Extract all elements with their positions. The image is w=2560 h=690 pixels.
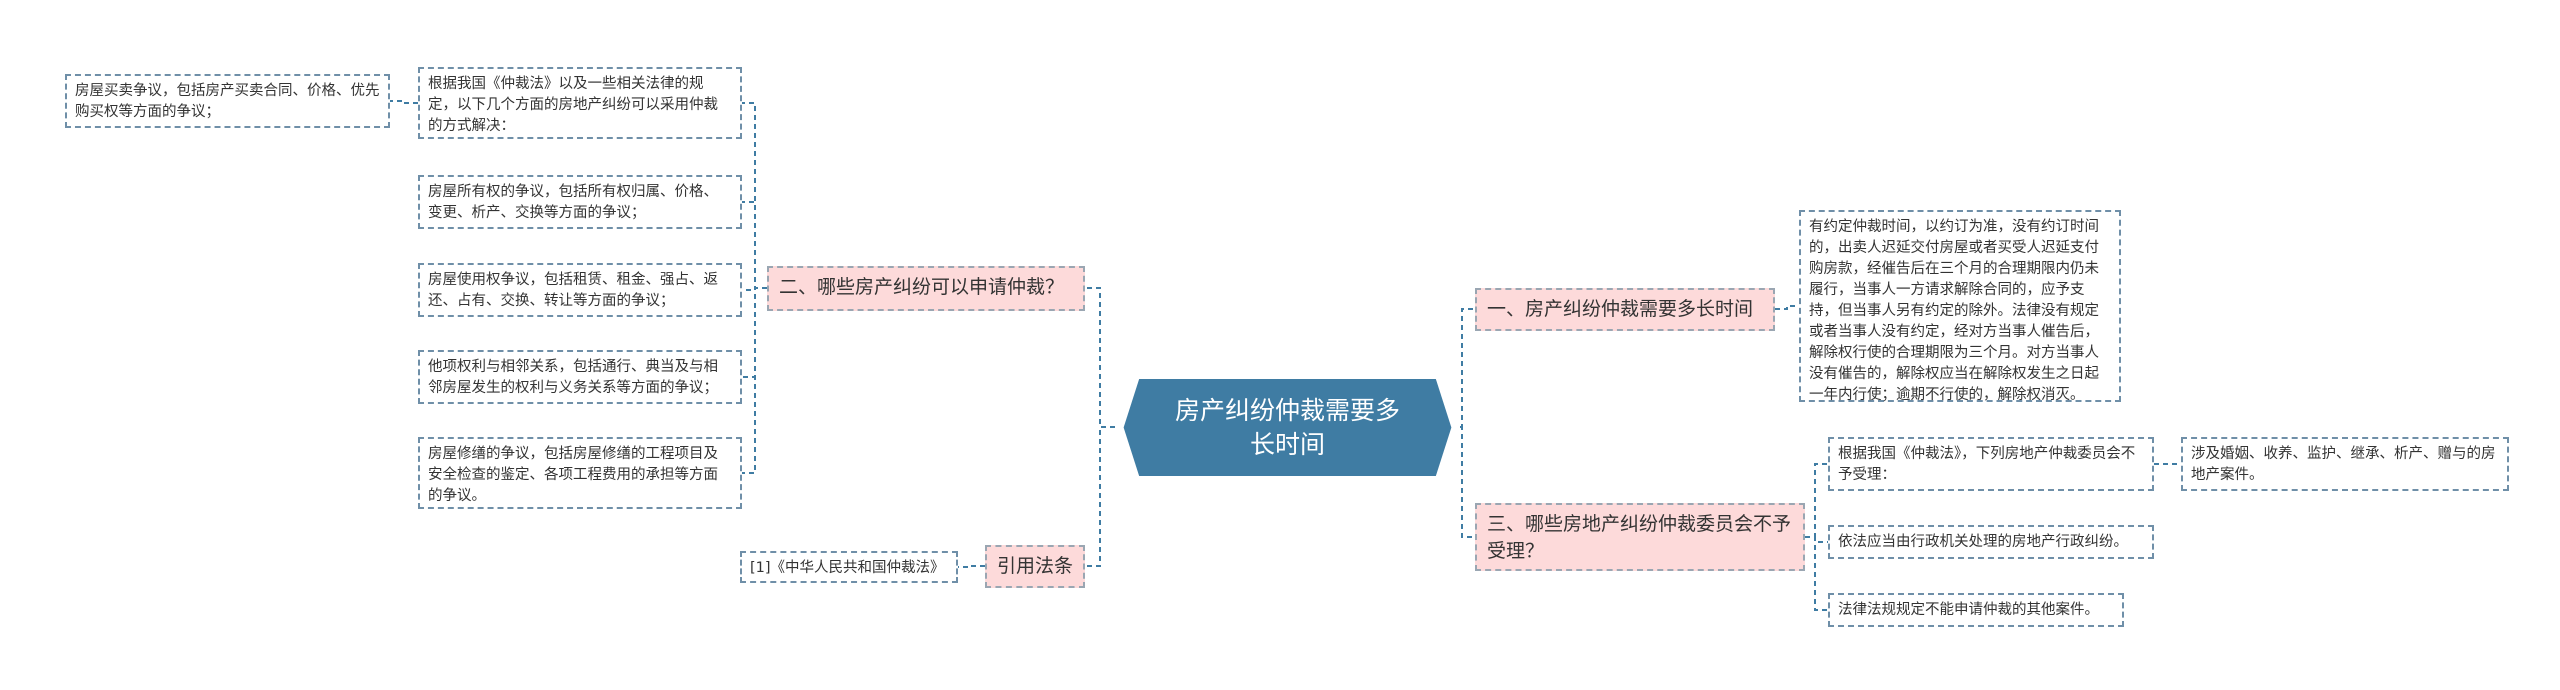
- branch-cited-law-label: 引用法条: [997, 555, 1074, 577]
- leaf-neighbor-rights-text: 他项权利与相邻关系，包括通行、典当及与相邻房屋发生的权利与义务关系等方面的争议；: [428, 359, 718, 396]
- link-root-b1: [1460, 308, 1475, 428]
- root-topic[interactable]: 房产纠纷仲裁需要多长时间: [1123, 379, 1452, 476]
- link-root-b3: [1460, 426, 1475, 538]
- branch-arbitrable-disputes-label: 二、哪些房产纠纷可以申请仲裁？: [779, 276, 1065, 298]
- link-b2-leaf-2: [742, 201, 767, 289]
- link-b1-leaf: [1775, 305, 1799, 310]
- leaf-marriage-adoption[interactable]: 涉及婚姻、收养、监护、继承、析产、赠与的房地产案件。: [2181, 437, 2509, 491]
- branch-arbitrable-disputes[interactable]: 二、哪些房产纠纷可以申请仲裁？: [767, 266, 1085, 311]
- leaf-repair-disputes[interactable]: 房屋修缮的争议，包括房屋修缮的工程项目及安全检查的鉴定、各项工程费用的承担等方面…: [418, 437, 742, 509]
- leaf-not-accepted-intro-text: 根据我国《仲裁法》，下列房地产仲裁委员会不予受理：: [1838, 446, 2136, 483]
- leaf-arbitration-law-basis[interactable]: 根据我国《仲裁法》以及一些相关法律的规定，以下几个方面的房地产纠纷可以采用仲裁的…: [418, 67, 742, 139]
- link-b3-leaf-1: [1805, 463, 1828, 538]
- leaf-duration-rules-text: 有约定仲裁时间，以约订为准，没有约订时间的，出卖人迟延交付房屋或者买受人迟延支付…: [1809, 219, 2099, 403]
- branch-not-accepted[interactable]: 三、哪些房地产纠纷仲裁委员会不予受理？: [1475, 503, 1805, 571]
- leaf-house-sale-disputes[interactable]: 房屋买卖争议，包括房产买卖合同、价格、优先购买权等方面的争议；: [65, 74, 390, 128]
- link-b2-leaf-5: [742, 287, 767, 474]
- leaf-marriage-adoption-text: 涉及婚姻、收养、监护、继承、析产、赠与的房地产案件。: [2191, 446, 2496, 483]
- leaf-administrative-disputes[interactable]: 依法应当由行政机关处理的房地产行政纠纷。: [1828, 525, 2154, 559]
- link-b2-sub: [390, 100, 418, 104]
- link-root-b4: [1085, 426, 1115, 567]
- link-root-b2: [1085, 287, 1115, 428]
- leaf-administrative-disputes-text: 依法应当由行政机关处理的房地产行政纠纷。: [1838, 534, 2128, 550]
- leaf-arbitration-law-citation[interactable]: [1]《中华人民共和国仲裁法》: [740, 551, 958, 583]
- branch-not-accepted-label: 三、哪些房地产纠纷仲裁委员会不予受理？: [1487, 513, 1792, 562]
- branch-arbitration-duration-label: 一、房产纠纷仲裁需要多长时间: [1487, 298, 1754, 320]
- leaf-other-cases[interactable]: 法律法规规定不能申请仲裁的其他案件。: [1828, 593, 2124, 627]
- leaf-ownership-disputes-text: 房屋所有权的争议，包括所有权归属、价格、变更、析产、交换等方面的争议；: [428, 184, 718, 221]
- branch-cited-law[interactable]: 引用法条: [985, 545, 1085, 588]
- root-topic-text: 房产纠纷仲裁需要多长时间: [1175, 395, 1401, 459]
- link-b3-leaf-3: [1805, 536, 1828, 611]
- leaf-usage-rights-disputes[interactable]: 房屋使用权争议，包括租赁、租金、强占、返还、占有、交换、转让等方面的争议；: [418, 263, 742, 317]
- leaf-neighbor-rights[interactable]: 他项权利与相邻关系，包括通行、典当及与相邻房屋发生的权利与义务关系等方面的争议；: [418, 350, 742, 404]
- leaf-usage-rights-disputes-text: 房屋使用权争议，包括租赁、租金、强占、返还、占有、交换、转让等方面的争议；: [428, 272, 718, 309]
- leaf-ownership-disputes[interactable]: 房屋所有权的争议，包括所有权归属、价格、变更、析产、交换等方面的争议；: [418, 175, 742, 229]
- leaf-other-cases-text: 法律法规规定不能申请仲裁的其他案件。: [1838, 602, 2099, 618]
- leaf-house-sale-disputes-text: 房屋买卖争议，包括房产买卖合同、价格、优先购买权等方面的争议；: [75, 83, 380, 120]
- link-b4-leaf: [958, 565, 985, 568]
- leaf-arbitration-law-citation-text: [1]《中华人民共和国仲裁法》: [750, 560, 945, 576]
- leaf-arbitration-law-basis-text: 根据我国《仲裁法》以及一些相关法律的规定，以下几个方面的房地产纠纷可以采用仲裁的…: [428, 76, 718, 134]
- branch-arbitration-duration[interactable]: 一、房产纠纷仲裁需要多长时间: [1475, 288, 1775, 331]
- leaf-repair-disputes-text: 房屋修缮的争议，包括房屋修缮的工程项目及安全检查的鉴定、各项工程费用的承担等方面…: [428, 446, 718, 504]
- leaf-duration-rules[interactable]: 有约定仲裁时间，以约订为准，没有约订时间的，出卖人迟延交付房屋或者买受人迟延支付…: [1799, 210, 2121, 403]
- leaf-not-accepted-intro[interactable]: 根据我国《仲裁法》，下列房地产仲裁委员会不予受理：: [1828, 437, 2154, 491]
